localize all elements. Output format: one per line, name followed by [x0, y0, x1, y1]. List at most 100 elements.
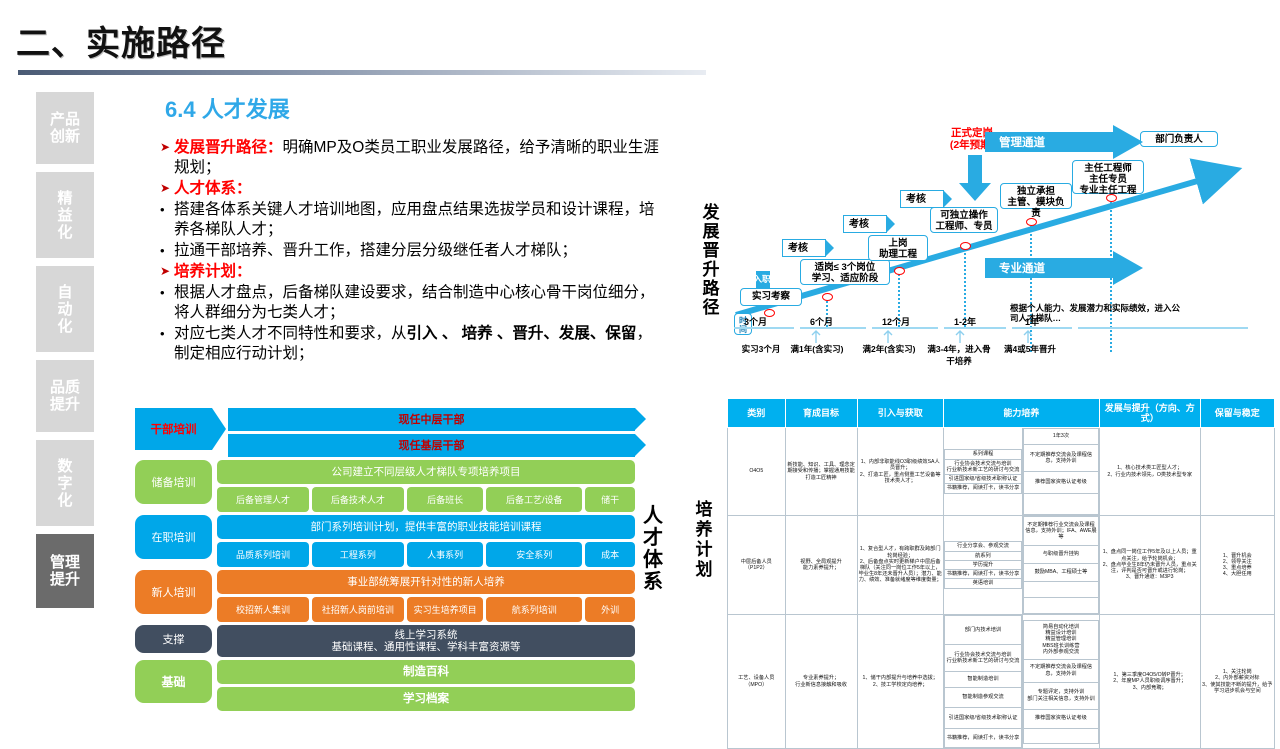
- sidebar-item-management[interactable]: 管理提升: [36, 534, 94, 608]
- sidebar-item-digital[interactable]: 数字化: [36, 440, 94, 526]
- cell-acquire: 1、内部非职能线O3职级绩效SA人员晋升； 2、打造工匠，重点侧重工艺设备等技术…: [856, 427, 944, 516]
- cell-ability-right: 不定期推荐行业交流会及课程信息，支持外训；IFA、AWE展等 与职级晋升挂钩 鼓…: [1022, 515, 1100, 615]
- ability-item: 行业协会技术交流与培训 行业新技术新工艺的研讨与交流: [943, 644, 1023, 672]
- timeline-tick: 12个月: [882, 317, 911, 327]
- page-title: 二、实施路径: [16, 25, 226, 63]
- cell-category: 工艺、设备人员 （MPO）: [727, 614, 786, 749]
- career-path-diagram: 发展晋升路径 入职 时间 正式定岗(2年预期): [700, 125, 1270, 380]
- cell-develop: 1、盘点同一岗位工作5年及以上人员；重点关注，给予轮岗机会； 2、盘点毕业生8年…: [1098, 515, 1201, 615]
- ability-item: 不定期推荐交流会及课程信息，支持外训: [1023, 658, 1099, 683]
- ability-item: 简易自动化培训 精益设计培训 精益管理培训 MBS班长训练营 内外部参观交流: [1023, 619, 1099, 660]
- talent-chip: 工程系列: [311, 542, 404, 567]
- milestone-node: [822, 293, 833, 301]
- stage-box-onboard: 上岗 助理工程: [868, 235, 928, 261]
- sidebar-item-label: 自动化: [57, 283, 73, 335]
- sidebar-item-automation[interactable]: 自动化: [36, 266, 94, 352]
- ability-item: 智能制造参观交流: [943, 687, 1023, 708]
- col-develop: 发展与提升（方向、方式）: [1098, 398, 1201, 428]
- sidebar-item-lean[interactable]: 精益化: [36, 172, 94, 258]
- ability-item: 书籍推荐，阅读打卡，读书分享: [943, 483, 1023, 494]
- ability-item: 推荐国家资格认证考级: [1023, 471, 1099, 494]
- professional-channel-arrow-icon: [985, 251, 1143, 285]
- bullet-text: 搭建各体系关键人才培训地图，应用盘点结果选拔学员和设计课程，培养各梯队人才；: [174, 201, 655, 238]
- ability-item: 不定期推荐交流会及课程信息，支持外训: [1023, 444, 1099, 472]
- arrow-bullet-icon: ➤: [160, 140, 171, 154]
- timeline-tick: 6个月: [810, 317, 834, 327]
- cell-ability-left: 行业分享会、参观交流 航系列 学历提升 书籍推荐，阅读打卡，读书分享 英语培训: [942, 515, 1024, 615]
- milestone-node: [764, 309, 775, 317]
- talent-row-onjob: 在职培训 部门系列培训计划，提供丰富的职业技能培训课程 品质系列培训 工程系列 …: [135, 515, 635, 567]
- talent-chip: 后备班长: [406, 487, 484, 512]
- timeline-segment: [800, 327, 866, 329]
- ability-item: 行业分享会、参观交流: [943, 541, 1023, 552]
- talent-chip: 储干: [585, 487, 635, 512]
- timeline-tick: 1-2年: [954, 317, 977, 327]
- entry-label: 入职: [753, 274, 771, 284]
- bullet-item: • 拉通干部培养、晋升工作，搭建分层分级继任者人才梯队；: [160, 241, 660, 261]
- bullet-text: 根据人才盘点，后备梯队建设要求，结合制造中心核心骨干岗位细分，将人群细分为七类人…: [174, 284, 655, 321]
- bullet-item: ➤ 发展晋升路径：明确MP及O类员工职业发展路径，给予清晰的职业生涯规划；: [160, 138, 660, 178]
- ability-item: [1023, 493, 1099, 515]
- cell-develop: 1、第三季度O4O5/O转P晋升； 2、年度MP人员职级调序晋升； 3、内部竞聘…: [1098, 614, 1201, 749]
- talent-chip: 成本: [585, 542, 635, 567]
- sidebar-item-product-innovation[interactable]: 产品创新: [36, 92, 94, 164]
- cultivation-plan-table: 类别 育成目标 引入与获取 能力培养 发展与提升（方向、方式） 保留与稳定 O4…: [727, 398, 1276, 749]
- plan-table-vertical-label: 培养计划: [695, 500, 713, 579]
- talent-row-label: 干部培训: [135, 408, 226, 450]
- stage-box-independent-operate: 可独立操作 工程师、专员: [930, 207, 998, 233]
- cell-goal: 专业素养提升； 行业新信息接触和吸收: [784, 614, 858, 749]
- title-divider: [18, 70, 706, 75]
- cell-category: 中层后备人员 （P1P2）: [727, 515, 786, 615]
- career-path-vertical-label: 发展晋升路径: [702, 203, 720, 317]
- bullet-text: 对应七类人才不同特性和要求，从引入 、 培养 、晋升、发展、保留，制定相应行动计…: [174, 325, 652, 362]
- bullet-text: 发展晋升路径：明确MP及O类员工职业发展路径，给予清晰的职业生涯规划；: [174, 139, 659, 176]
- talent-bar: 学习档案: [217, 687, 635, 711]
- ability-item: 学历提升: [943, 559, 1023, 571]
- cell-goal: 新技能、知识、工具、理念定期接受和传播；掌握通用技能 打造工匠精神: [784, 427, 858, 516]
- cell-ability-right: 1年3次 不定期推荐交流会及课程信息，支持外训 推荐国家资格认证考级: [1022, 427, 1100, 516]
- talent-chip: 后备工艺/设备: [486, 487, 583, 512]
- talent-chip: 安全系列: [486, 542, 583, 567]
- talent-bar: 现任中层干部: [228, 408, 646, 431]
- talent-bar: 制造百科: [217, 660, 635, 684]
- timeline-segment: [1012, 327, 1072, 329]
- talent-row-support: 支撑 线上学习系统 基础课程、通用性课程、学科丰富资源等: [135, 625, 635, 657]
- talent-chip: 实习生培养项目: [406, 597, 484, 622]
- cell-ability-right: 简易自动化培训 精益设计培训 精益管理培训 MBS班长训练营 内外部参观交流 不…: [1022, 614, 1100, 749]
- stage-box-internship: 实习考察: [740, 288, 802, 306]
- talent-chip-group: 品质系列培训 工程系列 人事系列 安全系列 成本: [217, 542, 635, 567]
- ability-item: 引进国家级/省级技术职称认证: [943, 474, 1023, 485]
- talent-chip: 外训: [585, 597, 635, 622]
- milestone-node: [1026, 218, 1037, 226]
- talent-row-label: 在职培训: [135, 515, 212, 559]
- timeline-tick: 1年: [1025, 317, 1040, 327]
- cell-category: O4O5: [727, 427, 786, 516]
- ability-item: 不定期推荐行业交流会及课程信息，支持外训；IFA、AWE展等: [1023, 516, 1099, 546]
- dot-bullet-icon: •: [160, 243, 165, 258]
- section-heading: 6.4 人才发展: [165, 97, 290, 122]
- timeline-segment: [734, 327, 794, 329]
- talent-chip: 航系列培训: [486, 597, 583, 622]
- cell-ability-left: 系列课程 行业协会技术交流与培训 行业新技术新工艺的研讨与交流 引进国家级/省级…: [942, 427, 1024, 516]
- stage-box-chief-engineer: 主任工程师 主任专员 专业主任工程: [1072, 160, 1144, 196]
- review-chevron: 考核: [900, 190, 952, 208]
- node-dropline: [826, 297, 828, 327]
- bullet-item: • 对应七类人才不同特性和要求，从引入 、 培养 、晋升、发展、保留，制定相应行…: [160, 324, 660, 364]
- career-footnote: 根据个人能力、发展潜力和实际绩效，进入公司人才梯队…: [1010, 303, 1181, 323]
- node-dropline: [964, 245, 966, 327]
- ability-item: 书籍推荐，阅读打卡，读书分享: [943, 728, 1023, 748]
- arrow-bullet-icon: ➤: [160, 264, 171, 278]
- node-dropline: [898, 271, 900, 327]
- ability-item: 系列课程: [943, 449, 1023, 460]
- bullet-text: 拉通干部培养、晋升工作，搭建分层分级继任者人才梯队；: [174, 242, 578, 259]
- talent-system-vertical-label: 人才体系: [643, 505, 663, 593]
- cell-develop: 1、核心技术类工匠型人才； 2、行业内技术领先，O类技术型专家: [1098, 427, 1201, 516]
- professional-channel-label: 专业通道: [999, 263, 1045, 275]
- ability-item: 书籍推荐，阅读打卡，读书分享: [943, 569, 1023, 580]
- cell-retain: 1、晋升机会 2、领导关注 3、重点培养 4、大胆任用: [1199, 515, 1276, 615]
- ability-item: 鼓励MBA、工程硕士等: [1023, 563, 1099, 582]
- sidebar-item-quality[interactable]: 品质提升: [36, 360, 94, 432]
- col-retain: 保留与稳定: [1199, 398, 1276, 428]
- timeline-segment: [944, 327, 1006, 329]
- bullet-item: ➤ 培养计划：: [160, 262, 660, 282]
